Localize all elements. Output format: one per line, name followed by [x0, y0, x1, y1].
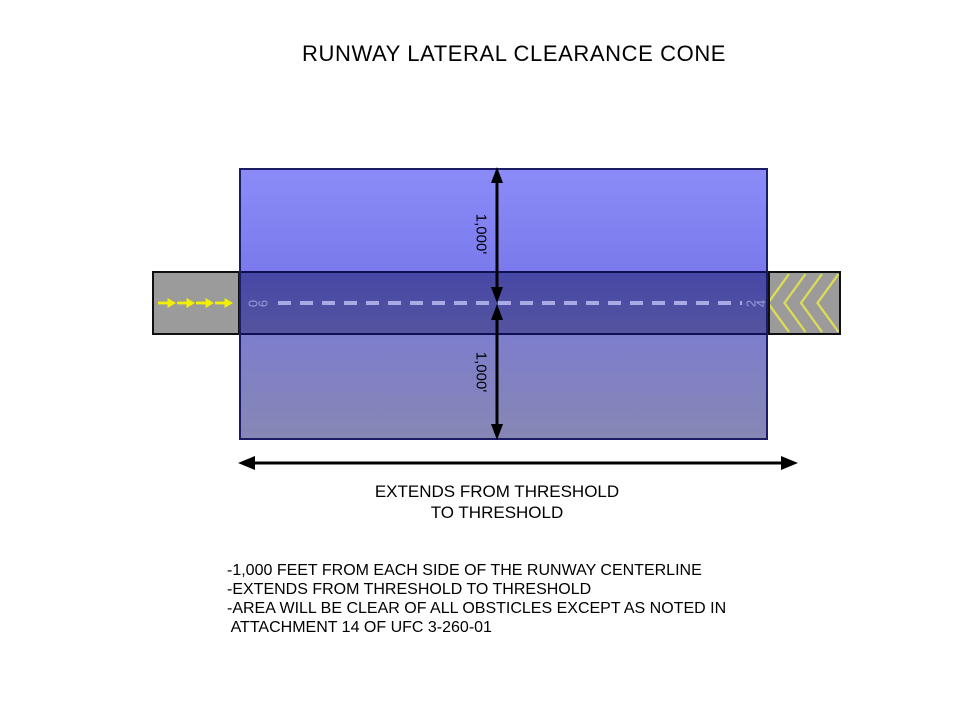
- notes-block: -1,000 FEET FROM EACH SIDE OF THE RUNWAY…: [227, 561, 726, 637]
- runway-chevron-markings-icon: [770, 273, 839, 333]
- runway-stub-right: [768, 271, 841, 335]
- runway-number-char: 6: [255, 299, 271, 307]
- dimension-arrow-upper-icon: [491, 167, 503, 303]
- note-line: ATTACHMENT 14 OF UFC 3-260-01: [227, 619, 492, 636]
- runway-centerline: [278, 301, 742, 305]
- runway-number-char: 4: [753, 299, 769, 307]
- runway-threshold-arrows-icon: [158, 298, 233, 308]
- clearance-zone-rect: [239, 168, 768, 440]
- page-title: RUNWAY LATERAL CLEARANCE CONE: [302, 41, 727, 66]
- extent-caption-line2: TO THRESHOLD: [430, 503, 564, 522]
- extent-caption: EXTENDS FROM THRESHOLD TO THRESHOLD: [357, 481, 637, 523]
- threshold-span-arrow-icon: [238, 456, 798, 470]
- note-line: -EXTENDS FROM THRESHOLD TO THRESHOLD: [227, 581, 592, 598]
- note-line: -1,000 FEET FROM EACH SIDE OF THE RUNWAY…: [227, 562, 702, 579]
- clearance-zone-upper: [241, 170, 766, 271]
- clearance-zone-lower: [241, 335, 766, 438]
- runway-stub-left: [152, 271, 240, 335]
- note-line: -AREA WILL BE CLEAR OF ALL OBSTICLES EXC…: [227, 600, 727, 617]
- extent-caption-line1: EXTENDS FROM THRESHOLD: [374, 482, 620, 501]
- dimension-arrow-lower-icon: [491, 304, 503, 440]
